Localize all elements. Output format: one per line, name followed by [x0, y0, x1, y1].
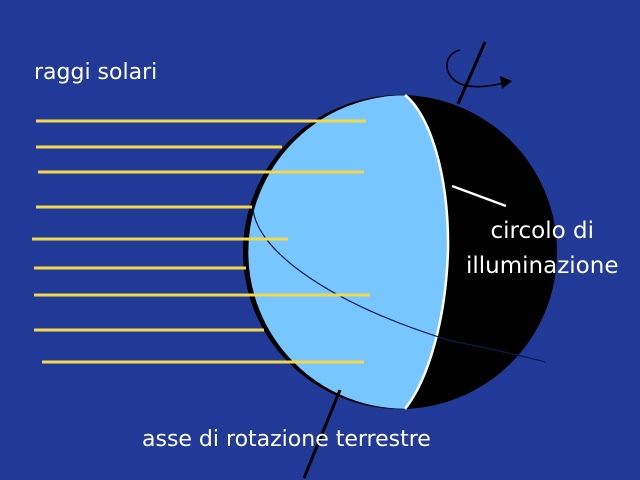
rotation-axis-label: asse di rotazione terrestre — [142, 427, 431, 452]
sun-rays — [32, 119, 370, 364]
illumination-circle-label: circolo di illuminazione — [466, 214, 618, 284]
terminator-pointer — [451, 184, 507, 208]
rotation-arrow — [446, 49, 509, 88]
rotation-axis-bottom — [302, 389, 342, 479]
illumination-circle-label-line2: illuminazione — [466, 253, 619, 279]
terminator-line — [404, 94, 450, 410]
sun-rays-label: raggi solari — [34, 60, 158, 85]
rotation-axis-top — [456, 41, 487, 105]
illumination-circle-label-line1: circolo di — [490, 218, 594, 244]
rotation-arrowhead — [500, 76, 512, 89]
equator-line — [252, 204, 546, 363]
